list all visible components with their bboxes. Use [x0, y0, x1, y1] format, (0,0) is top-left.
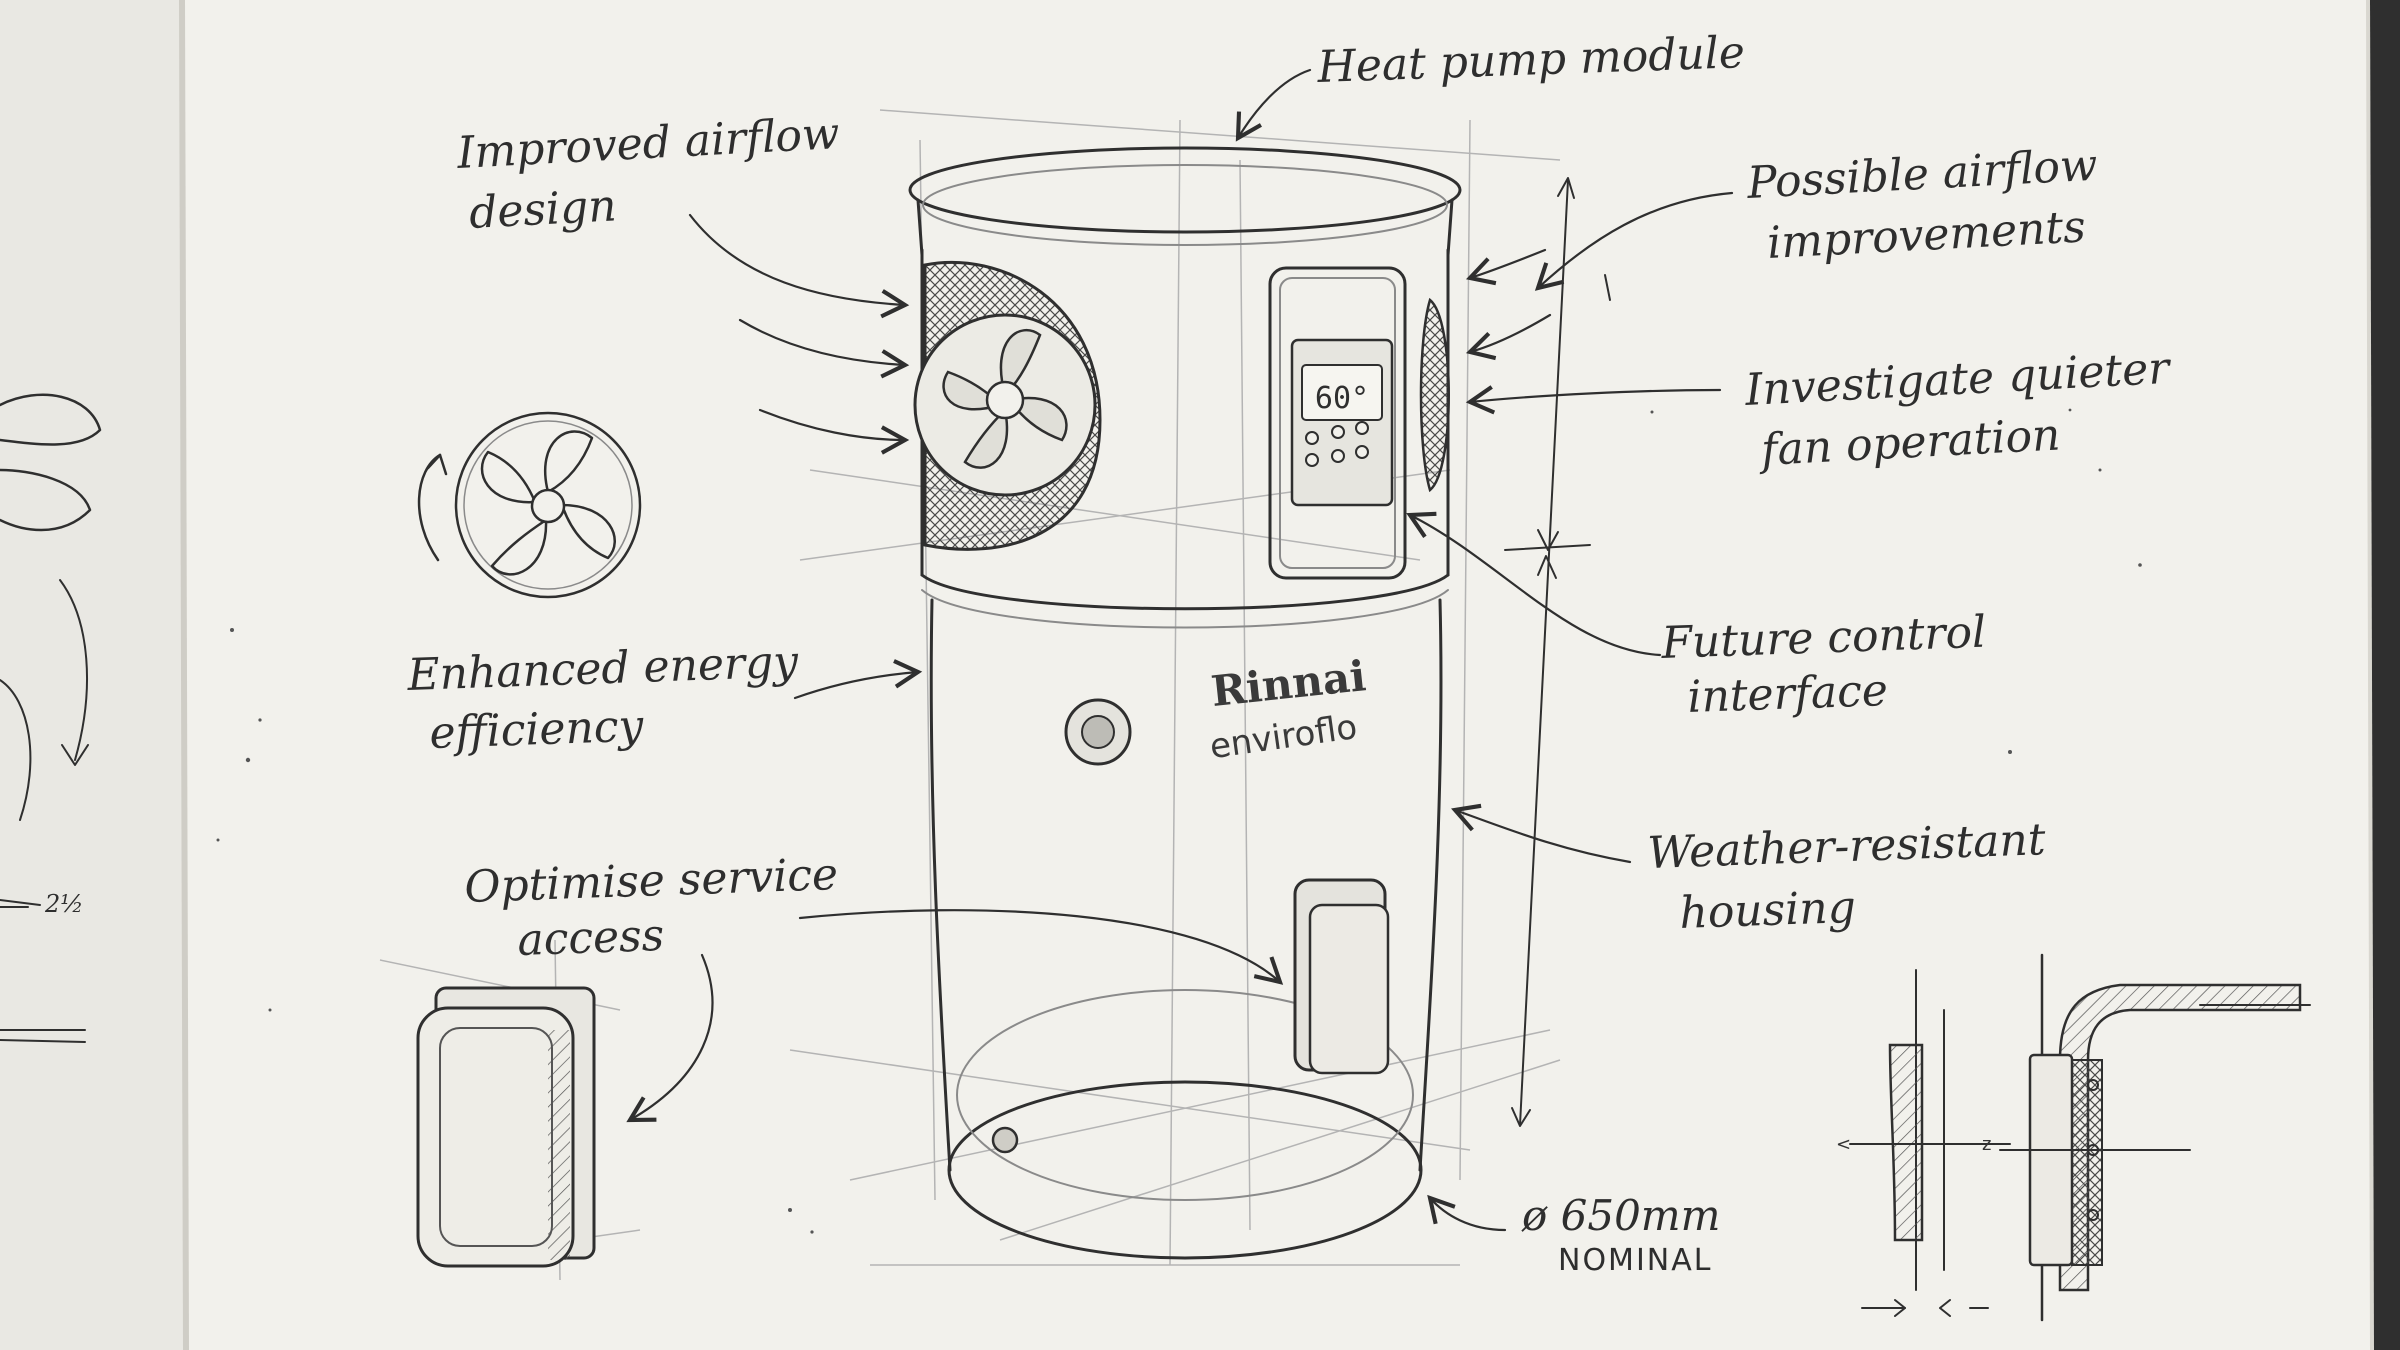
hinge-mark-right: z [1982, 1134, 1991, 1155]
construction-lines [789, 109, 1561, 1266]
fan-detail-sketch [417, 411, 642, 599]
leader-arrows [626, 68, 1734, 1232]
control-buttons [1305, 421, 1369, 467]
heater-top-lid [908, 146, 1462, 234]
label-control-line2: interface [1687, 665, 1889, 723]
pipe-port-inner [1081, 715, 1115, 749]
dimension-mark: 2½ [44, 890, 84, 918]
arrow-possible-airflow-3 [1465, 313, 1552, 361]
tank-base [947, 1080, 1423, 1260]
arrow-heat-pump [1235, 68, 1312, 142]
hinge-mark-left: < [1836, 1134, 1851, 1155]
module-seam [920, 573, 1450, 611]
side-vent [1419, 297, 1450, 493]
arrow-possible-airflow-2 [1465, 248, 1547, 286]
label-energy-line2: efficiency [429, 701, 646, 759]
right-page [182, 0, 2372, 1350]
label-service-line2: access [517, 910, 665, 966]
label-improved-airflow-line2: design [468, 180, 618, 239]
arrow-service-2 [626, 953, 714, 1123]
arrow-airflow-1 [688, 213, 910, 319]
page-gutter [179, 0, 189, 1350]
label-nominal: NOMINAL [1558, 1243, 1712, 1278]
tank-left-edge [929, 598, 952, 1172]
control-display [1301, 364, 1383, 421]
arrow-diameter [1427, 1194, 1507, 1232]
temperature-readout: 60° [1315, 381, 1369, 416]
arrow-service-1 [798, 909, 1284, 985]
label-control-line1: Future control [1660, 607, 1987, 669]
arrow-housing [1451, 803, 1632, 864]
paper-speckles [216, 408, 2142, 1234]
left-page-dimension: 2½ [0, 890, 84, 918]
label-diameter: ø 650mm [1521, 1191, 1720, 1240]
height-dimension [1504, 177, 1611, 1127]
arrow-airflow-2 [738, 318, 910, 379]
control-panel-frame [1268, 266, 1407, 580]
label-housing-line2: housing [1679, 882, 1857, 939]
arrow-quieter-fan [1465, 385, 1722, 415]
arrow-energy [793, 659, 923, 700]
tank-right-edge [1418, 598, 1443, 1172]
left-page-fan-fragment [0, 393, 102, 1043]
service-cover-detail-sketch [379, 939, 641, 1281]
arrow-possible-airflow-1 [1534, 191, 1734, 291]
drain-valve [991, 1126, 1019, 1154]
fan-hub [985, 380, 1025, 420]
arrow-control [1406, 511, 1662, 657]
hinge-profile-sketch: < z [1836, 953, 2311, 1322]
water-heater-sketch: 60° Rinnai enviroflo [908, 146, 1462, 1260]
fan-blades [942, 329, 1068, 469]
arrow-airflow-3 [758, 408, 910, 455]
left-page [0, 0, 198, 1350]
page-edge [2366, 0, 2374, 1350]
